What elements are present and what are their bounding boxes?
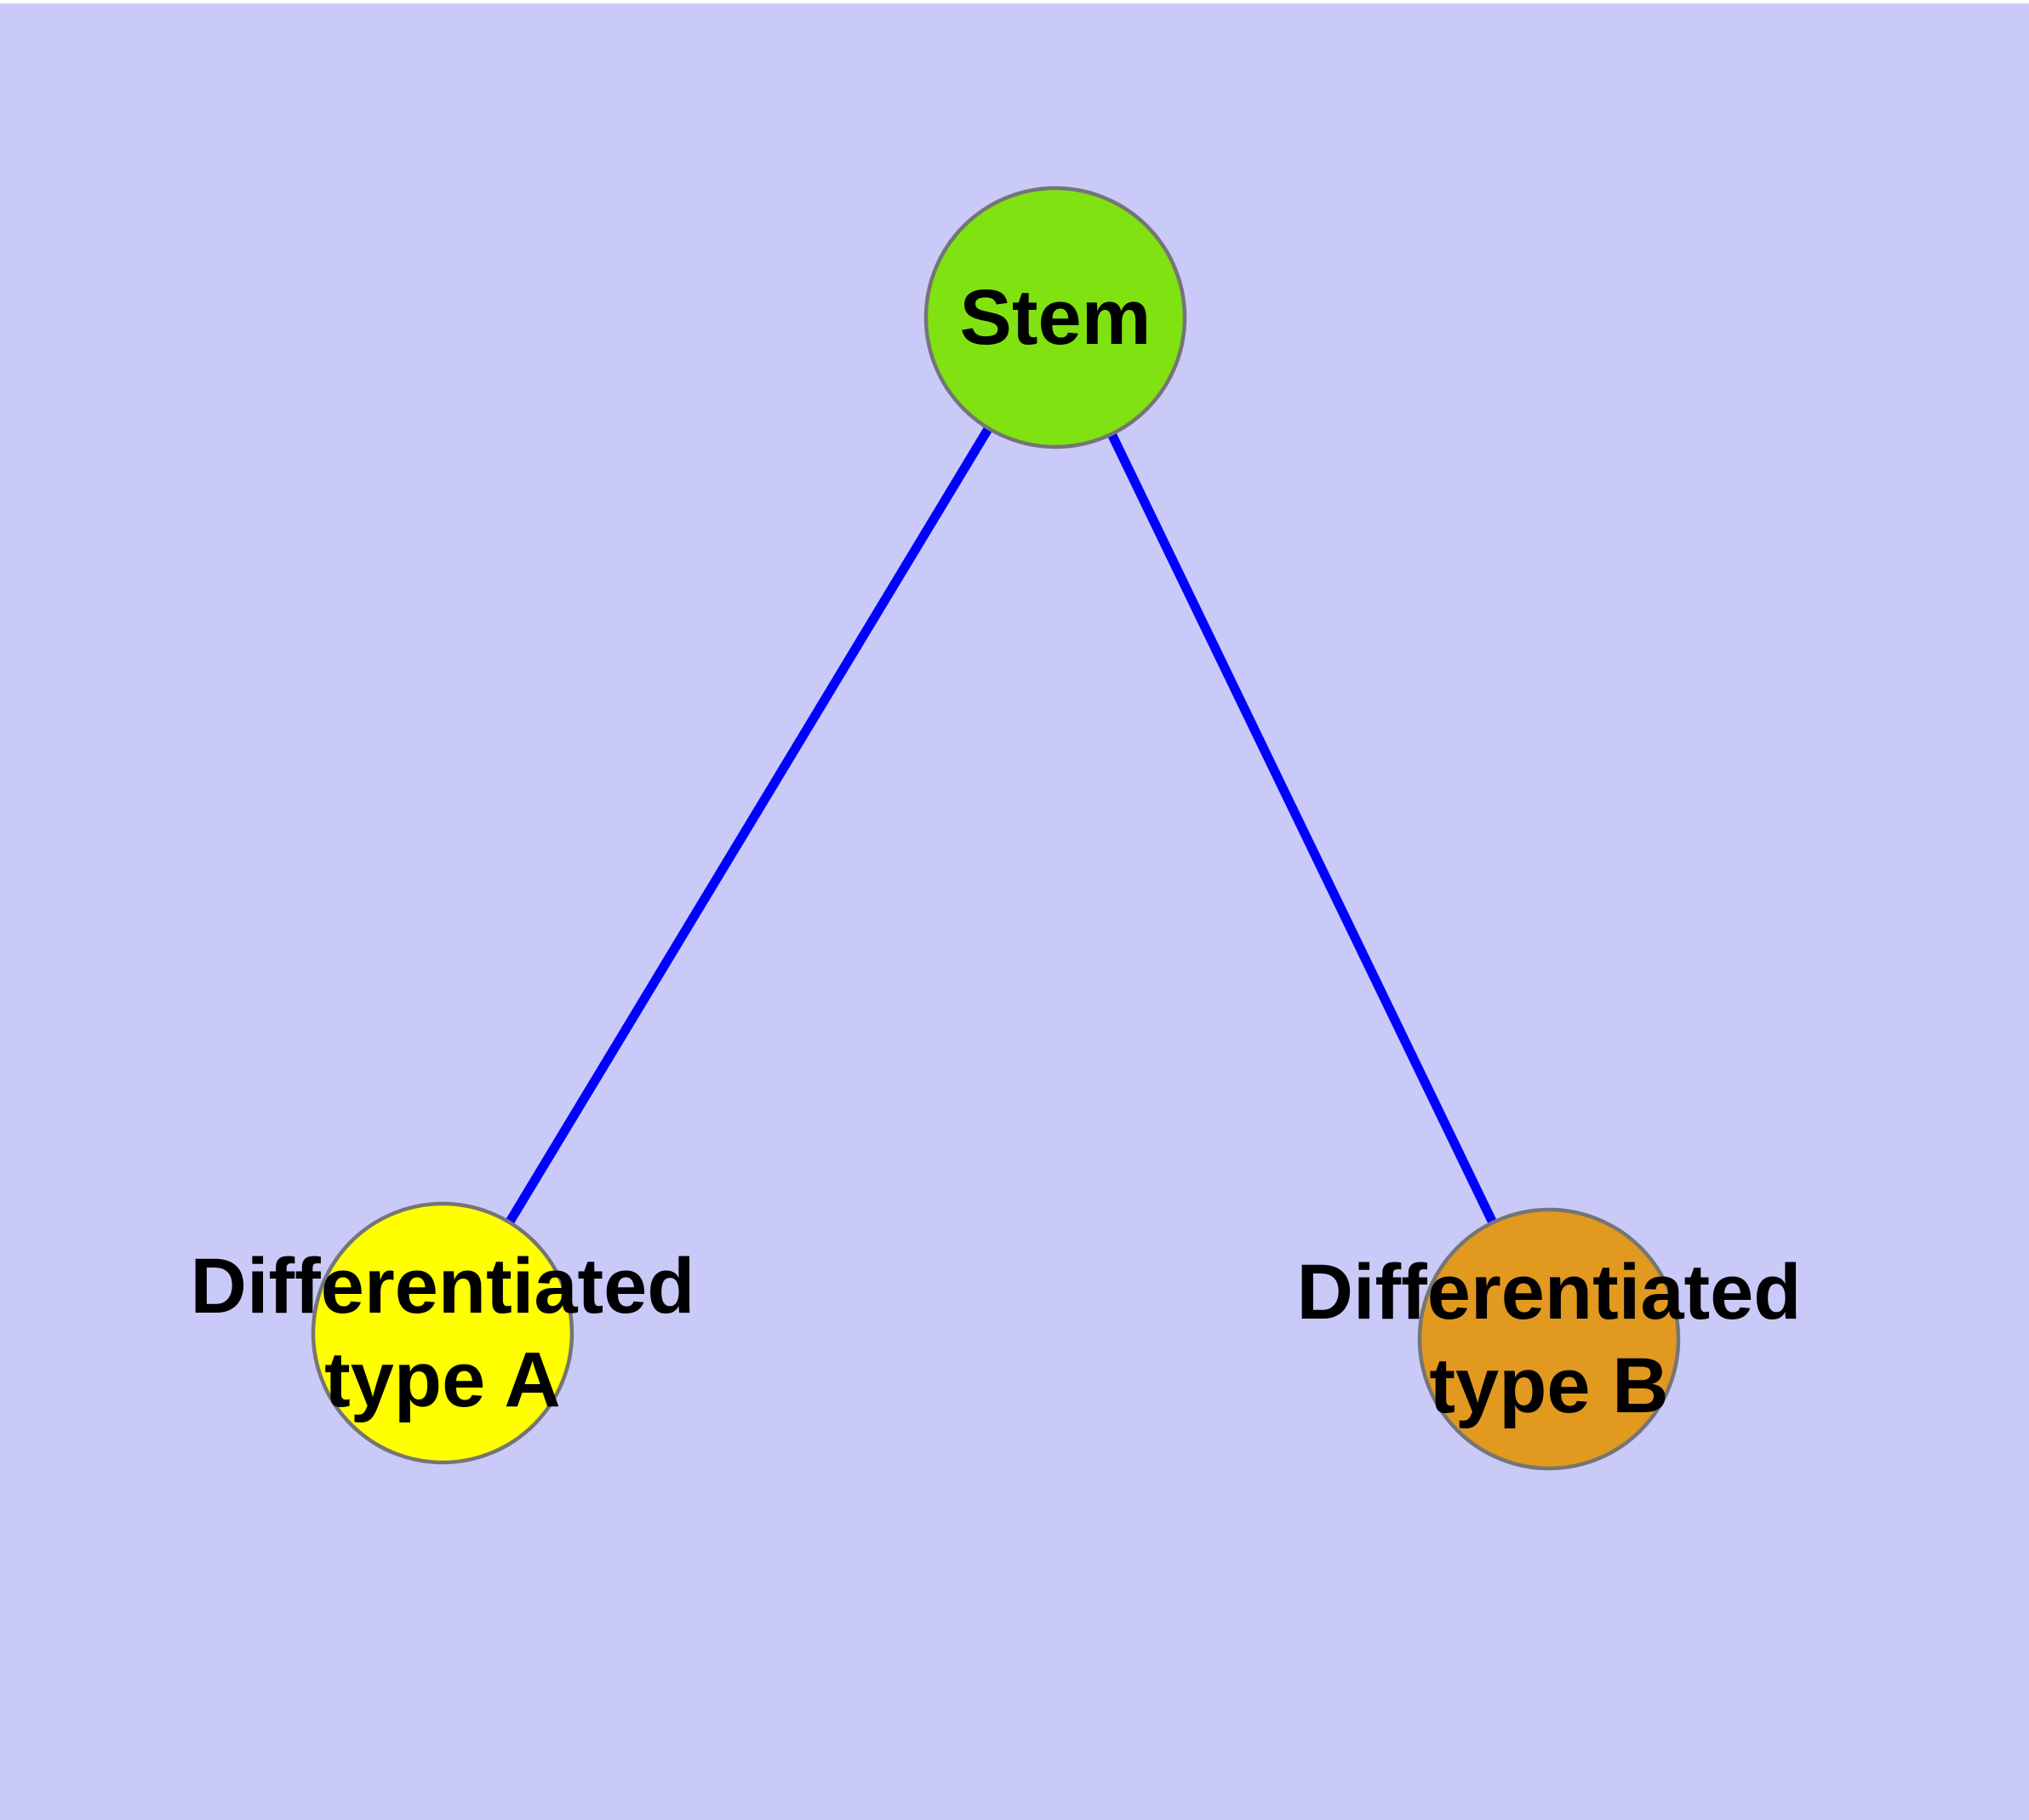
edges-layer — [438, 315, 1553, 1342]
node-diff-type-b[interactable] — [1417, 1207, 1681, 1471]
node-diff-type-a[interactable] — [311, 1201, 574, 1465]
edge-stem-b[interactable] — [1051, 315, 1553, 1342]
nodes-layer — [311, 186, 1681, 1471]
edge-stem-a[interactable] — [438, 315, 1060, 1336]
top-margin-strip — [0, 0, 2029, 3]
node-stem[interactable] — [923, 186, 1187, 449]
node-label-stem[interactable]: Stem — [960, 274, 1152, 361]
